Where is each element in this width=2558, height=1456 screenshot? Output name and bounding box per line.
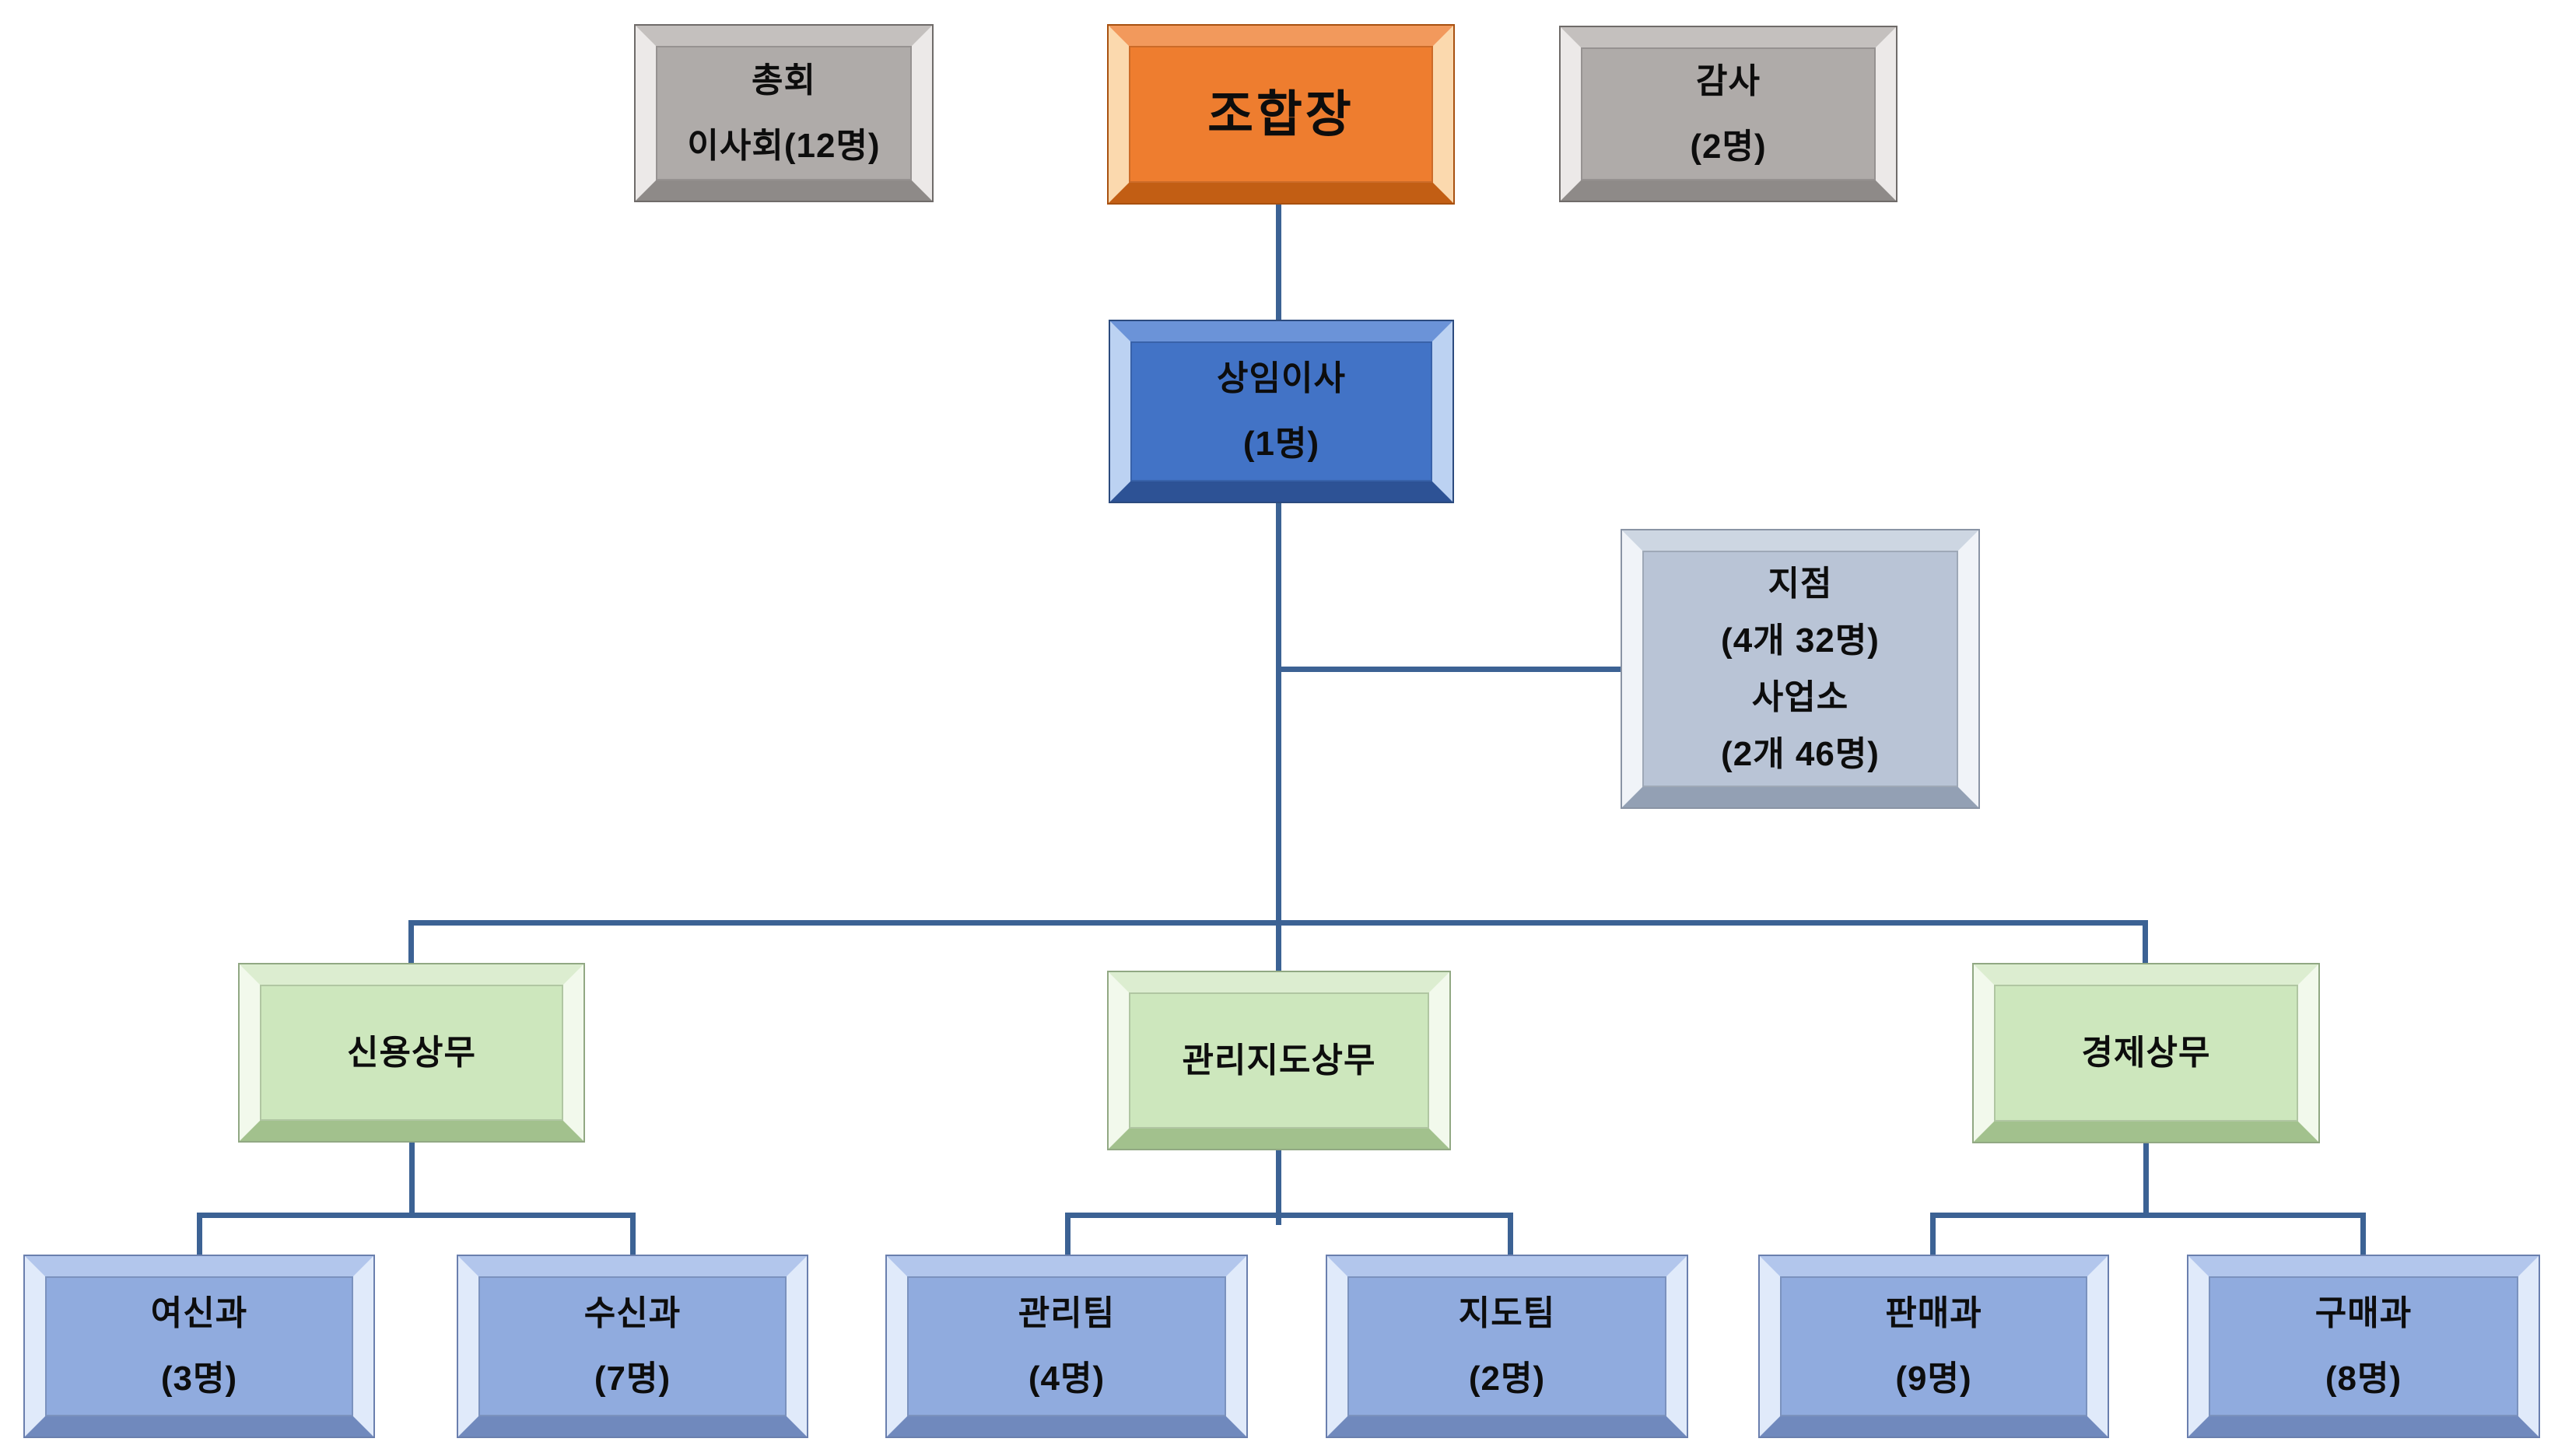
connector-stub-credit-director	[408, 920, 414, 964]
connector-stub-loan-dept	[197, 1213, 202, 1256]
node-label-line: 수신과	[583, 1294, 682, 1332]
node-label-line: (3명)	[160, 1360, 238, 1398]
node-label-line: 경제상무	[2081, 1034, 2211, 1072]
connector-chairman-executive	[1276, 204, 1281, 321]
org-node-guidance-team: 지도팀 (2명)	[1327, 1256, 1687, 1437]
node-label-line: 지도팀	[1458, 1294, 1556, 1332]
node-label-line: 조합장	[1207, 86, 1354, 142]
node-label-line: 이사회(12명)	[687, 126, 881, 165]
org-node-credit-director: 신용상무	[240, 964, 583, 1141]
node-label-line: (8명)	[2325, 1360, 2402, 1398]
node-label-line: 감사	[1696, 61, 1761, 100]
org-node-assembly: 총회 이사회(12명)	[636, 26, 932, 201]
node-label-line: 신용상무	[347, 1033, 476, 1072]
connector-stub-guidance-team	[1508, 1213, 1513, 1256]
node-label-line: 관리지도상무	[1182, 1041, 1376, 1080]
connector-admin-trunk	[1276, 1149, 1281, 1225]
connector-economy-trunk	[2143, 1141, 2149, 1215]
connector-economy-children-horizontal	[1930, 1213, 2366, 1218]
node-label-line: 관리팀	[1018, 1294, 1116, 1332]
node-label-line: 지점	[1768, 565, 1833, 603]
org-node-deposit-dept: 수신과 (7명)	[458, 1256, 807, 1437]
org-node-sales-dept: 판매과 (9명)	[1760, 1256, 2108, 1437]
node-label-line: 사업소	[1751, 678, 1849, 716]
connector-branch-to-branches-box	[1276, 667, 1622, 672]
connector-credit-children-horizontal	[197, 1213, 636, 1218]
connector-directors-horizontal	[408, 920, 2148, 926]
connector-credit-trunk	[409, 1141, 415, 1215]
node-label-line: 판매과	[1885, 1294, 1982, 1332]
org-node-purchase-dept: 구매과 (8명)	[2188, 1256, 2539, 1437]
connector-stub-sales-dept	[1930, 1213, 1936, 1256]
org-node-branches: 지점 (4개 32명) 사업소 (2개 46명)	[1622, 530, 1978, 807]
node-label-line: (2명)	[1468, 1360, 1546, 1398]
org-node-executive-director: 상임이사 (1명)	[1110, 321, 1452, 502]
org-node-admin-team: 관리팀 (4명)	[887, 1256, 1246, 1437]
node-label-line: (1명)	[1242, 425, 1320, 463]
connector-stub-deposit-dept	[630, 1213, 636, 1256]
connector-admin-children-horizontal	[1065, 1213, 1513, 1218]
node-label-line: 상임이사	[1217, 359, 1346, 397]
org-node-economy-director: 경제상무	[1974, 964, 2318, 1142]
node-label-line: 여신과	[150, 1294, 248, 1332]
node-label-line: 구매과	[2314, 1294, 2413, 1332]
node-label-line: 총회	[752, 61, 816, 100]
org-node-auditor: 감사 (2명)	[1561, 27, 1896, 201]
node-label-line: (4개 32명)	[1721, 621, 1880, 660]
org-node-chairman: 조합장	[1109, 26, 1453, 203]
node-label-line: (2개 46명)	[1721, 735, 1880, 773]
node-label-line: (7명)	[594, 1360, 671, 1398]
org-node-loan-dept: 여신과 (3명)	[25, 1256, 373, 1437]
connector-stub-admin-team	[1065, 1213, 1071, 1256]
node-label-line: (2명)	[1690, 127, 1767, 166]
node-label-line: (4명)	[1028, 1360, 1106, 1398]
node-label-line: (9명)	[1895, 1360, 1972, 1398]
org-node-admin-guidance-director: 관리지도상무	[1109, 972, 1449, 1149]
connector-stub-purchase-dept	[2360, 1213, 2366, 1256]
connector-executive-trunk	[1276, 502, 1281, 972]
connector-stub-economy-director	[2143, 920, 2148, 964]
